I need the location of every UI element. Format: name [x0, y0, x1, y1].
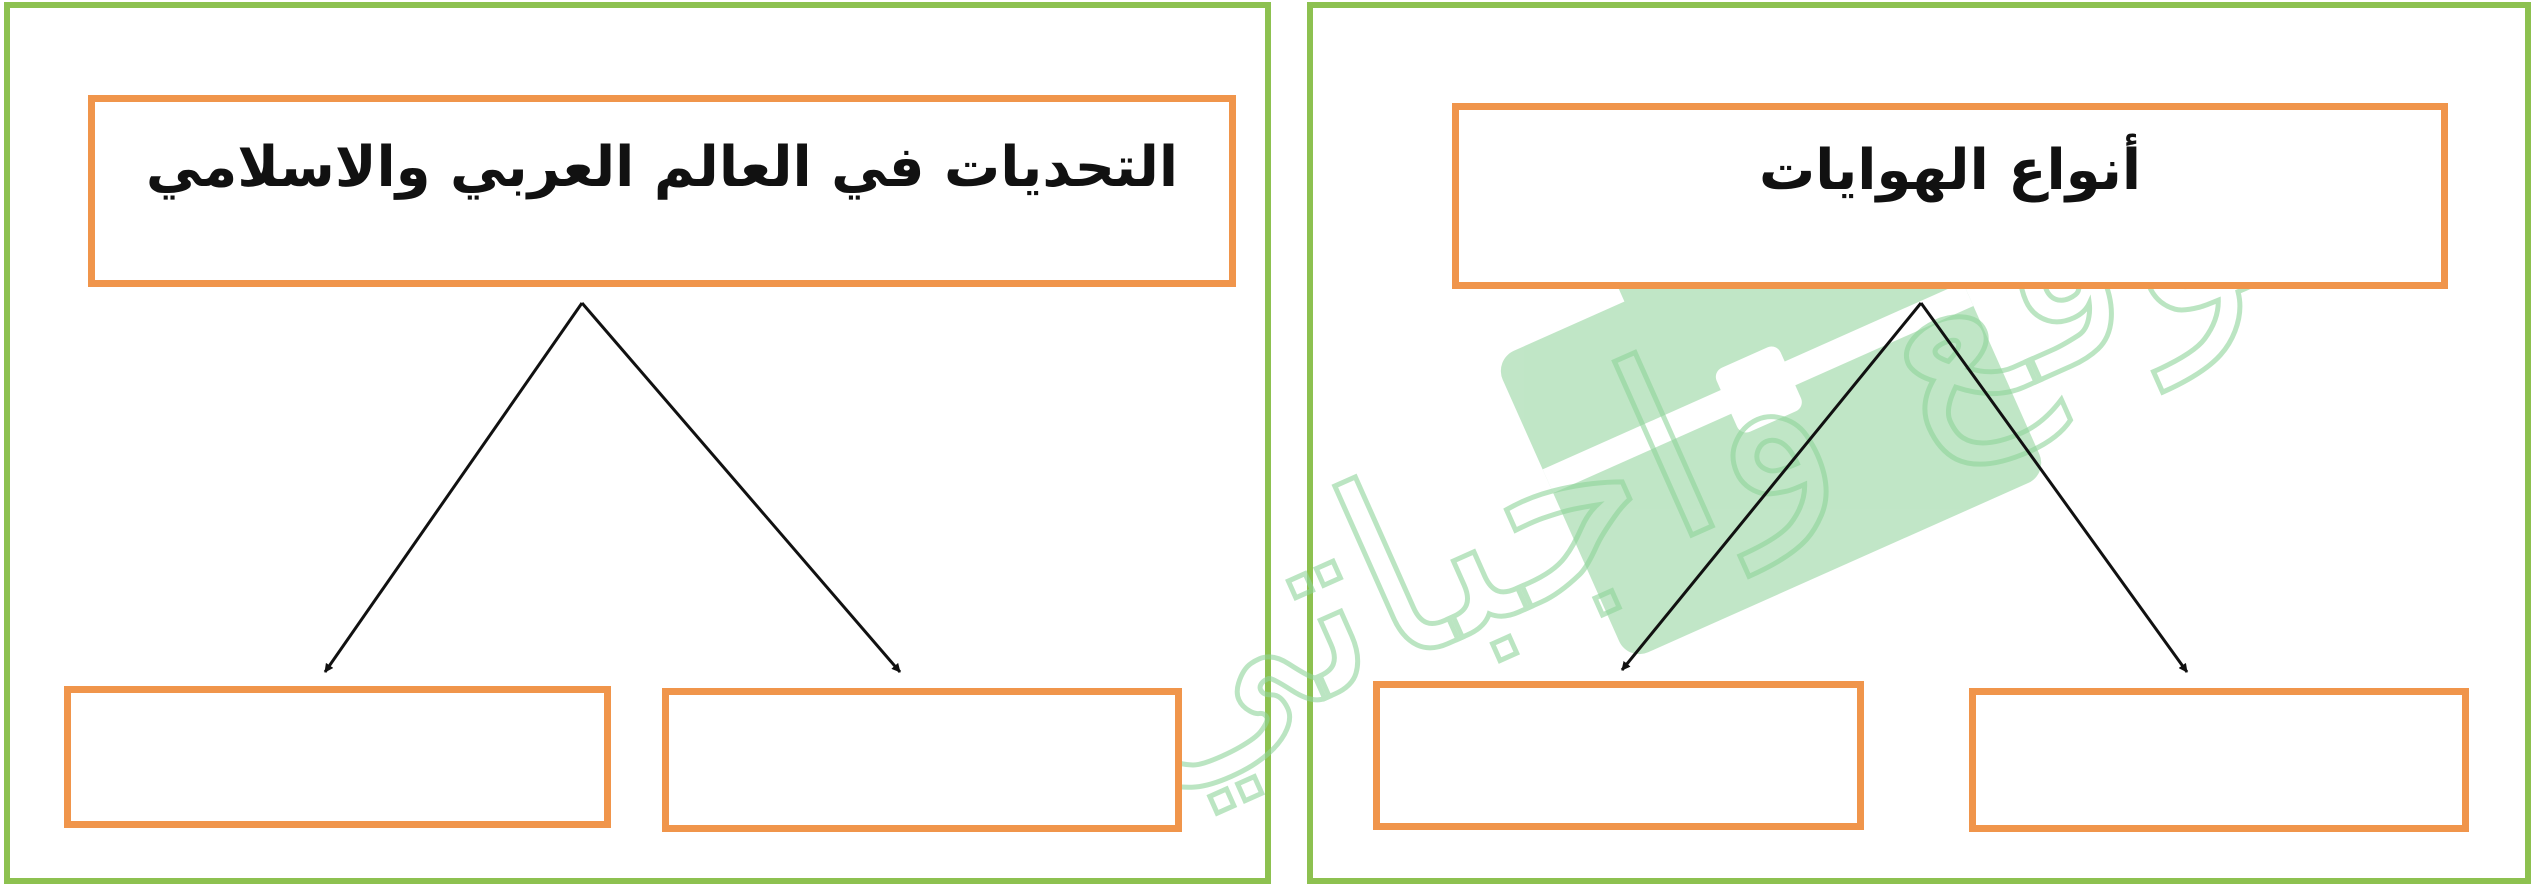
- right-title: أنواع الهوايات: [1758, 137, 2142, 203]
- left-answer-box-1[interactable]: [64, 686, 611, 828]
- right-answer-box-2[interactable]: [1969, 688, 2469, 832]
- left-answer-box-2[interactable]: [662, 688, 1182, 832]
- right-title-box: أنواع الهوايات: [1452, 103, 2448, 289]
- left-title-box: التحديات في العالم العربي والاسلامي: [88, 95, 1236, 287]
- right-answer-box-1[interactable]: [1373, 681, 1864, 830]
- left-title: التحديات في العالم العربي والاسلامي: [145, 134, 1179, 200]
